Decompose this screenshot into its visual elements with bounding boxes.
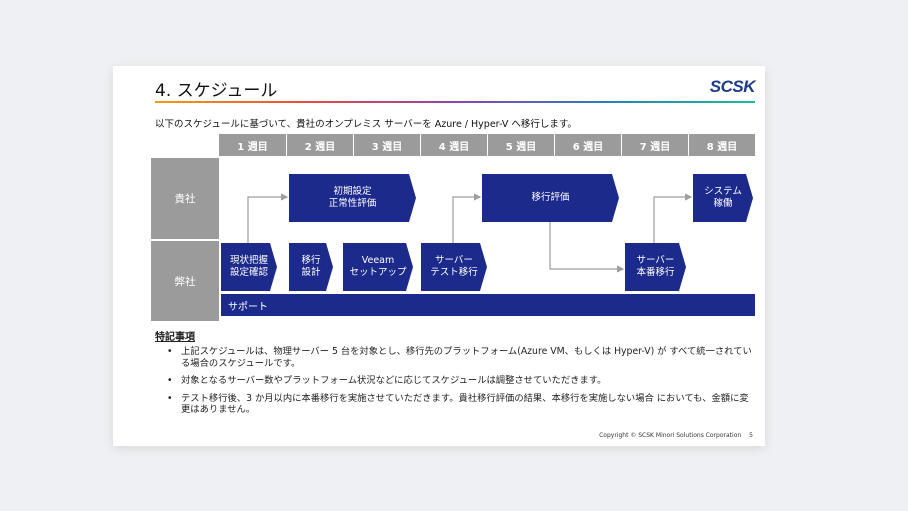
notes-heading: 特記事項 [155,332,195,343]
week-header-6: 6 週目 [555,134,622,156]
task-current-state: 現状把握 設定確認 [221,243,277,291]
task-system-operation: システム 稼働 [693,174,753,222]
intro-text: 以下のスケジュールに基づいて、貴社のオンプレミス サーバーを Azure / H… [155,119,577,130]
week-header-1: 1 週目 [219,134,287,156]
task-server-test-migration-label: サーバー テスト移行 [430,255,478,278]
row-label-vendor: 弊社 [151,241,219,321]
task-migration-design-label: 移行 設計 [301,255,321,278]
week-header-8: 8 週目 [689,134,755,156]
week-header-2: 2 週目 [287,134,354,156]
note-item: 上記スケジュールは、物理サーバー 5 台を対象とし、移行先のプラットフォーム(A… [163,346,753,369]
task-initial-settings-label: 初期設定 正常性評価 [328,186,377,209]
week-header-3: 3 週目 [354,134,421,156]
task-system-operation-label: システム 稼働 [704,186,742,209]
task-current-state-label: 現状把握 設定確認 [229,255,268,278]
scsk-logo: SCSK [709,77,756,96]
page-number: 5 [749,432,753,439]
note-item: テスト移行後、3 か月以内に本番移行を実施させていただきます。貴社移行評価の結果… [163,393,753,416]
footer: Copyright © SCSK Minori Solutions Corpor… [599,432,753,439]
task-server-test-migration: サーバー テスト移行 [421,243,487,291]
task-server-prod-migration-label: サーバー 本番移行 [636,255,675,278]
week-header-7: 7 週目 [622,134,689,156]
week-header-4: 4 週目 [421,134,488,156]
support-bar: サポート [221,294,755,316]
notes-list: 上記スケジュールは、物理サーバー 5 台を対象とし、移行先のプラットフォーム(A… [163,346,753,422]
task-veeam-setup: Veeam セットアップ [343,243,413,291]
task-veeam-setup-label: Veeam セットアップ [349,255,407,278]
support-label: サポート [228,301,268,313]
note-item: 対象となるサーバー数やプラットフォーム状況などに応じてスケジュールは調整させてい… [163,375,753,387]
task-migration-eval: 移行評価 [482,174,619,222]
task-migration-eval-label: 移行評価 [531,192,570,204]
task-initial-settings: 初期設定 正常性評価 [289,174,416,222]
slide: 4. スケジュール SCSK 以下のスケジュールに基づいて、貴社のオンプレミス … [113,66,765,446]
row-label-client: 貴社 [151,158,219,239]
week-header-5: 5 週目 [488,134,555,156]
title-divider [155,101,755,103]
task-migration-design: 移行 設計 [289,243,333,291]
task-server-prod-migration: サーバー 本番移行 [625,243,686,291]
copyright-text: Copyright © SCSK Minori Solutions Corpor… [599,432,742,439]
slide-title: 4. スケジュール [155,81,278,101]
